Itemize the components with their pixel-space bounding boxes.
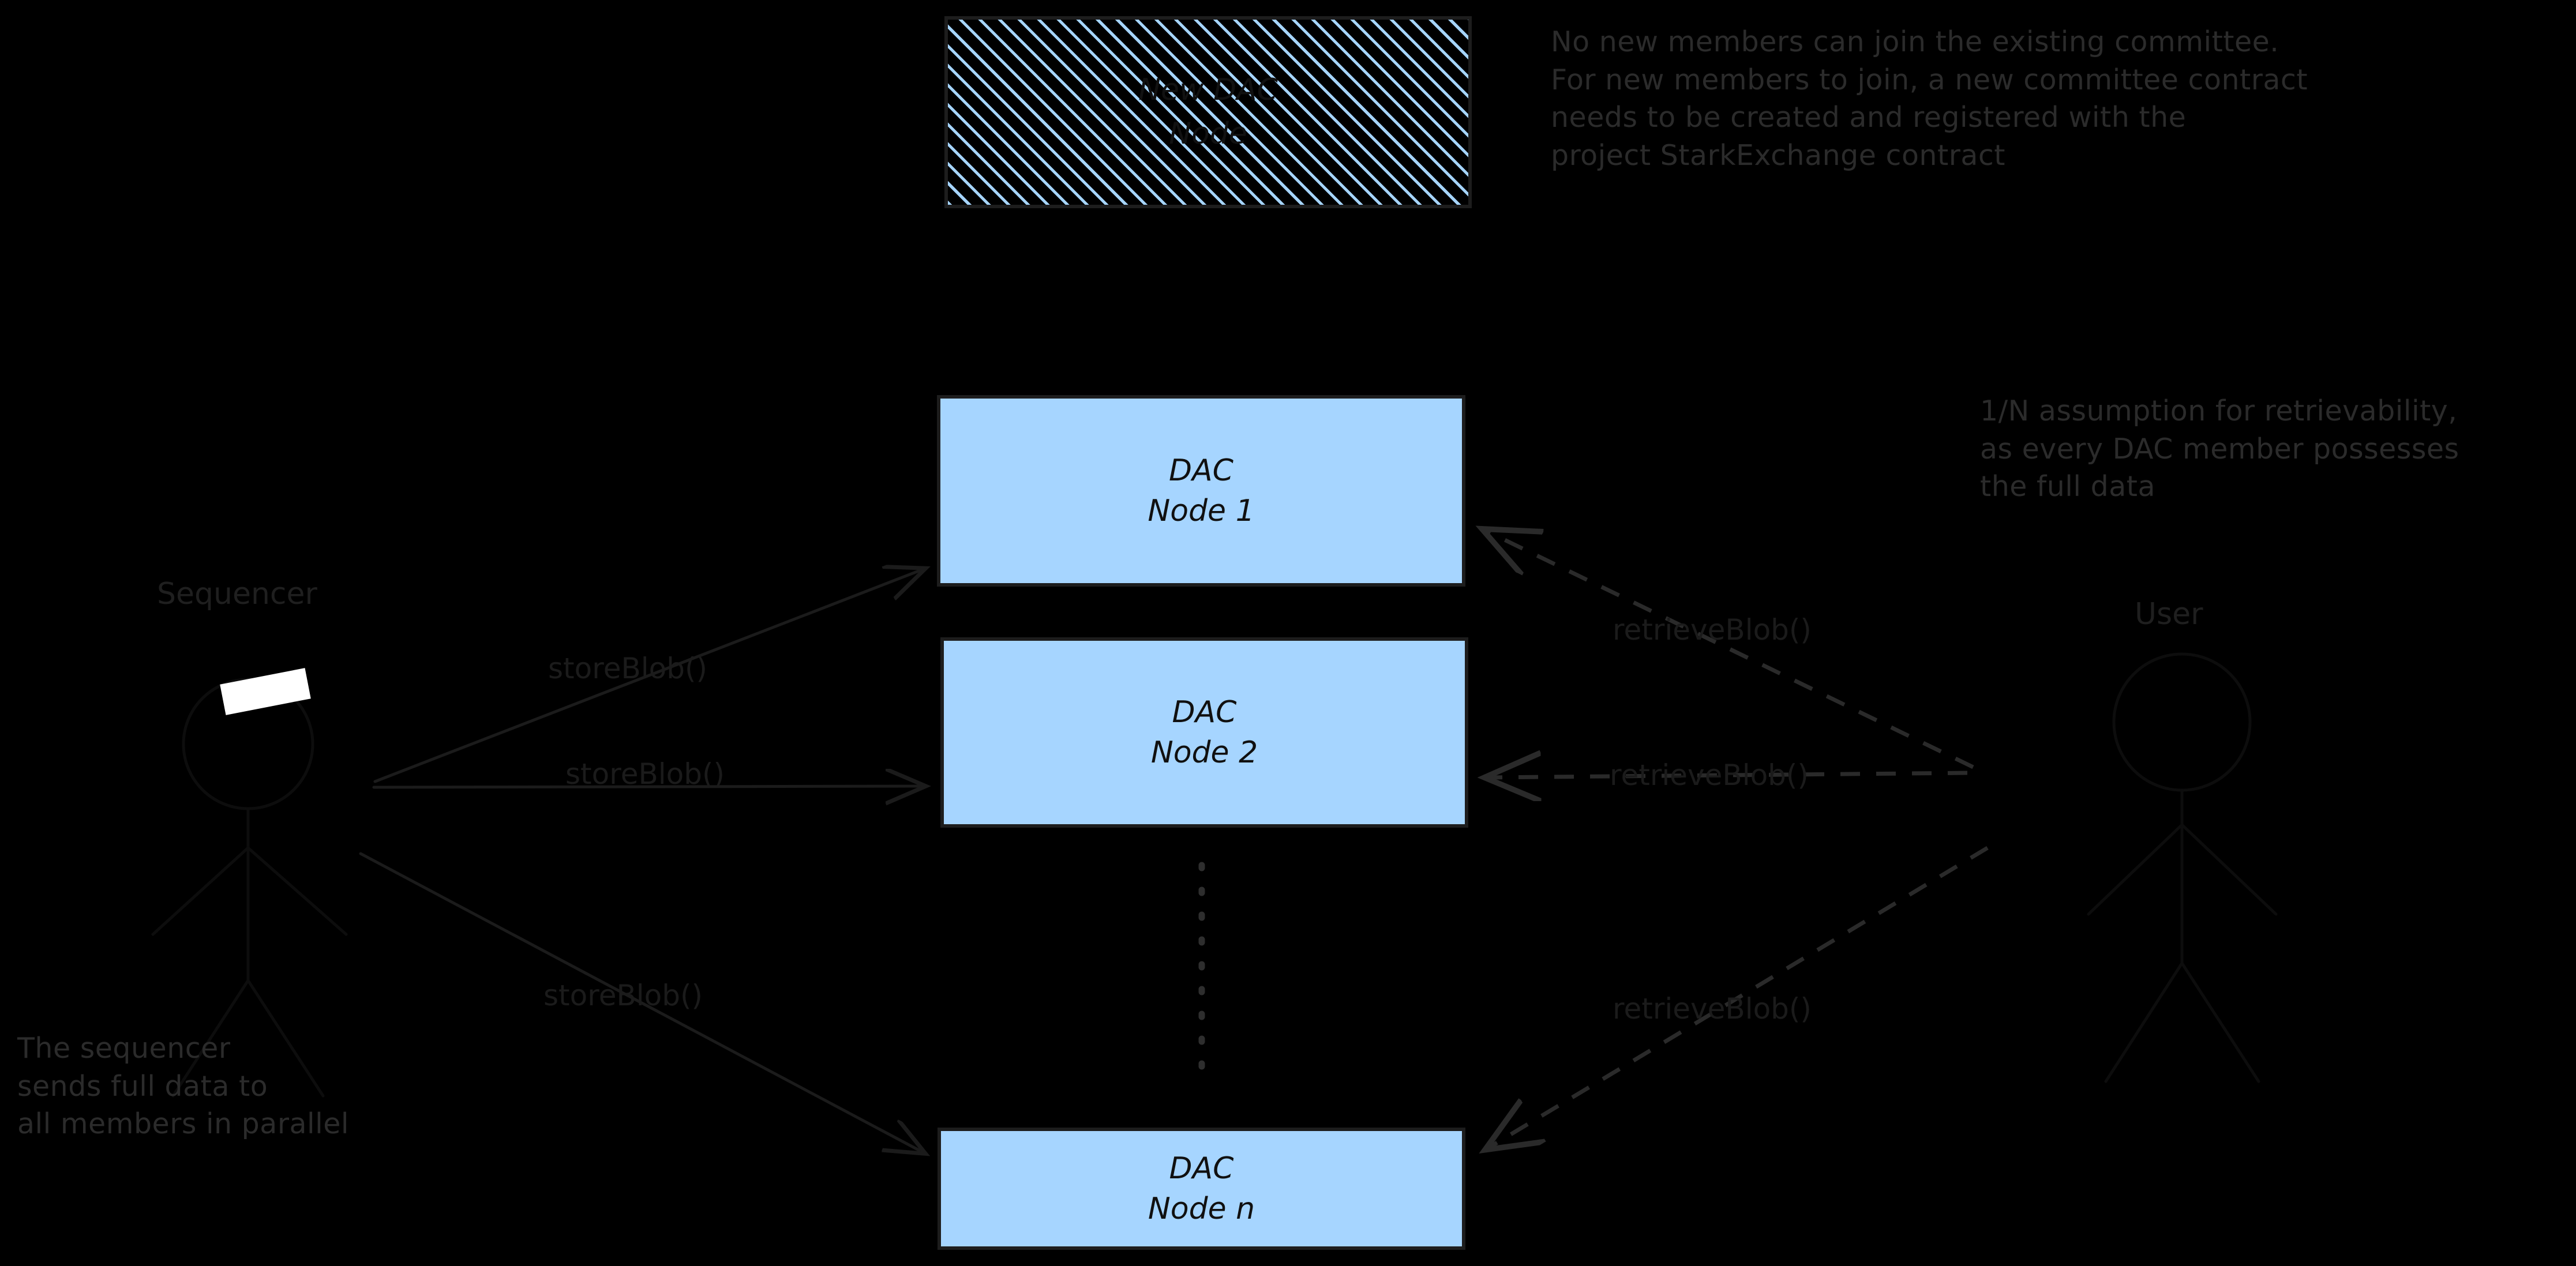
dac-node-n-box[interactable]: DAC Node n xyxy=(938,1128,1465,1250)
retrieve-blob-arrows xyxy=(1486,531,1989,1148)
retrieve-blob-arrow-2 xyxy=(1488,773,1968,777)
dac-node-2-box[interactable]: DAC Node 2 xyxy=(940,637,1468,828)
store-blob-label-2: storeBlob() xyxy=(565,757,725,791)
new-dac-node-line1: New DAC xyxy=(1138,73,1278,108)
dac-node-1-line1: DAC xyxy=(1169,453,1233,488)
dac-node-1-box[interactable]: DAC Node 1 xyxy=(937,395,1465,587)
sequencer-label: Sequencer xyxy=(157,577,317,611)
new-dac-node-line2: Node xyxy=(1169,116,1247,151)
new-dac-node-box[interactable]: New DAC Node xyxy=(944,16,1472,208)
user-label: User xyxy=(2135,597,2203,632)
dac-node-2-line1: DAC xyxy=(1172,694,1237,730)
store-blob-arrow-3 xyxy=(359,852,923,1152)
sequencer-figure xyxy=(151,678,348,1098)
committee-note: No new members can join the existing com… xyxy=(1551,25,2308,172)
dac-node-n-line2: Node n xyxy=(1148,1192,1255,1226)
retrieve-blob-arrow-1 xyxy=(1486,531,1974,769)
retrievability-note: 1/N assumption for retrievability, as ev… xyxy=(1980,395,2459,504)
retrieve-blob-arrow-3 xyxy=(1488,846,1989,1148)
user-figure xyxy=(2087,652,2278,1083)
dac-node-n-line1: DAC xyxy=(1169,1151,1234,1186)
store-blob-arrow-1 xyxy=(373,569,923,783)
store-blob-label-1: storeBlob() xyxy=(548,652,708,685)
store-blob-arrows xyxy=(359,569,923,1152)
retrieve-blob-label-1: retrieveBlob() xyxy=(1613,613,1812,647)
dac-node-2-line2: Node 2 xyxy=(1150,735,1258,770)
store-blob-arrow-2 xyxy=(372,786,923,787)
dac-node-1-line2: Node 1 xyxy=(1148,494,1255,528)
retrieve-blob-label-2: retrieveBlob() xyxy=(1610,758,1809,792)
sequencer-note: The sequencer sends full data to all mem… xyxy=(17,1032,349,1141)
store-blob-label-3: storeBlob() xyxy=(543,979,703,1012)
retrieve-blob-label-3: retrieveBlob() xyxy=(1613,992,1812,1025)
